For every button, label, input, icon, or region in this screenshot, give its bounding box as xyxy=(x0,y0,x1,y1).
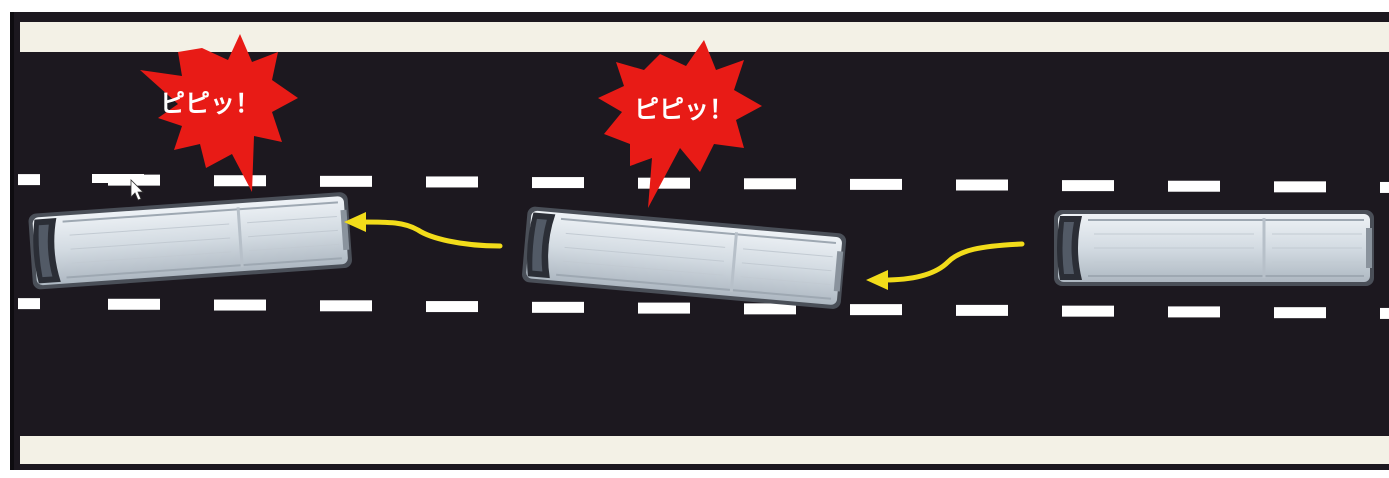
bus-top-view-icon xyxy=(1054,210,1374,286)
lane-dash xyxy=(18,298,40,309)
lane-dash xyxy=(850,304,902,315)
bus-in-lane-right xyxy=(1054,210,1374,286)
lane-dash xyxy=(1062,180,1114,191)
lane-dash xyxy=(320,300,372,311)
lane-dash xyxy=(426,301,478,312)
lane-dash xyxy=(638,178,690,189)
lane-dash xyxy=(1168,181,1220,192)
lane-dash xyxy=(320,176,372,187)
lane-dash xyxy=(1274,181,1326,192)
lane-dash xyxy=(850,179,902,190)
lane-dash xyxy=(214,300,266,311)
lane-dash xyxy=(532,302,584,313)
lane-dash xyxy=(108,299,160,310)
lane-dash xyxy=(1062,306,1114,317)
lane-dash xyxy=(638,303,690,314)
lane-dash xyxy=(532,177,584,188)
alert-sound-text: ピピッ！ xyxy=(160,89,260,118)
selection-bar xyxy=(92,174,144,183)
lane-dash xyxy=(1168,306,1220,317)
alert-sound-text: ピピッ！ xyxy=(634,95,734,124)
lane-dash xyxy=(18,174,40,185)
lane-dash xyxy=(1274,307,1326,318)
lane-dash xyxy=(1380,182,1389,193)
lane-dash xyxy=(1380,308,1389,319)
bottom-shoulder-line xyxy=(20,436,1389,464)
road-left-edge xyxy=(10,12,14,470)
lane-dash xyxy=(214,175,266,186)
lane-dash xyxy=(744,178,796,189)
lane-dash xyxy=(956,305,1008,316)
lane-dash xyxy=(426,176,478,187)
lane-dash xyxy=(956,180,1008,191)
